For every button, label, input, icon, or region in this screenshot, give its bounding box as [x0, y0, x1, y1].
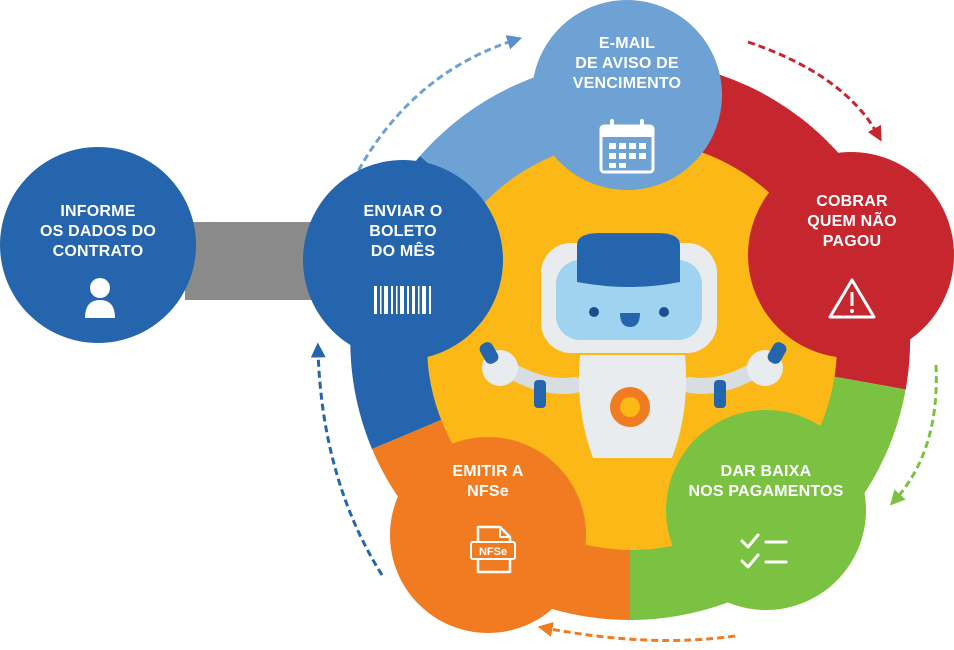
user-icon: [85, 278, 115, 318]
label-dar-baixa: DAR BAIXA NOS PAGAMENTOS: [681, 462, 851, 502]
enviar-line-3: DO MÊS: [370, 243, 436, 260]
label-email: E-MAIL DE AVISO DE VENCIMENTO: [547, 34, 707, 94]
informe-line-1: INFORME: [60, 203, 136, 220]
circle-email: [532, 0, 722, 190]
cobrar-line-3: PAGOU: [822, 233, 882, 250]
enviar-line-2: BOLETO: [369, 223, 437, 240]
emitir-line-2: NFSe: [467, 483, 509, 500]
email-line-3: VENCIMENTO: [572, 75, 682, 92]
label-enviar: ENVIAR O BOLETO DO MÊS: [323, 202, 483, 262]
document-icon: NFSe: [470, 525, 516, 574]
warning-icon: [828, 278, 876, 319]
robot-icon: [479, 233, 787, 458]
emitir-line-1: EMITIR A: [452, 463, 524, 480]
nfse-icon-text: NFSe: [479, 546, 507, 558]
barcode-icon: [374, 286, 431, 314]
email-line-1: E-MAIL: [598, 35, 656, 52]
arrow-to-cobrar: [747, 40, 882, 142]
circle-emitir: [390, 437, 586, 633]
label-cobrar: COBRAR QUEM NÃO PAGOU: [772, 192, 932, 252]
circle-cobrar: [748, 152, 954, 358]
email-line-2: DE AVISO DE: [575, 55, 679, 72]
arrow-to-emitir: [537, 622, 736, 642]
dar-baixa-line-2: NOS PAGAMENTOS: [688, 483, 844, 500]
informe-line-3: CONTRATO: [52, 243, 144, 260]
circle-informe: [0, 147, 196, 343]
dar-baixa-line-1: DAR BAIXA: [720, 463, 812, 480]
cobrar-line-1: COBRAR: [816, 193, 888, 210]
informe-line-2: OS DADOS DO: [40, 223, 156, 240]
cobrar-line-2: QUEM NÃO: [807, 213, 897, 230]
arrow-to-enviar: [310, 342, 384, 576]
checklist-icon: [740, 533, 788, 569]
circle-enviar: [303, 160, 503, 360]
label-emitir: EMITIR A NFSe: [408, 462, 568, 502]
arrow-to-dar-baixa: [889, 364, 938, 506]
circle-dar-baixa: [666, 410, 866, 610]
label-informe: INFORME OS DADOS DO CONTRATO: [18, 202, 178, 262]
calendar-icon: [599, 119, 655, 174]
enviar-line-1: ENVIAR O: [363, 203, 443, 220]
